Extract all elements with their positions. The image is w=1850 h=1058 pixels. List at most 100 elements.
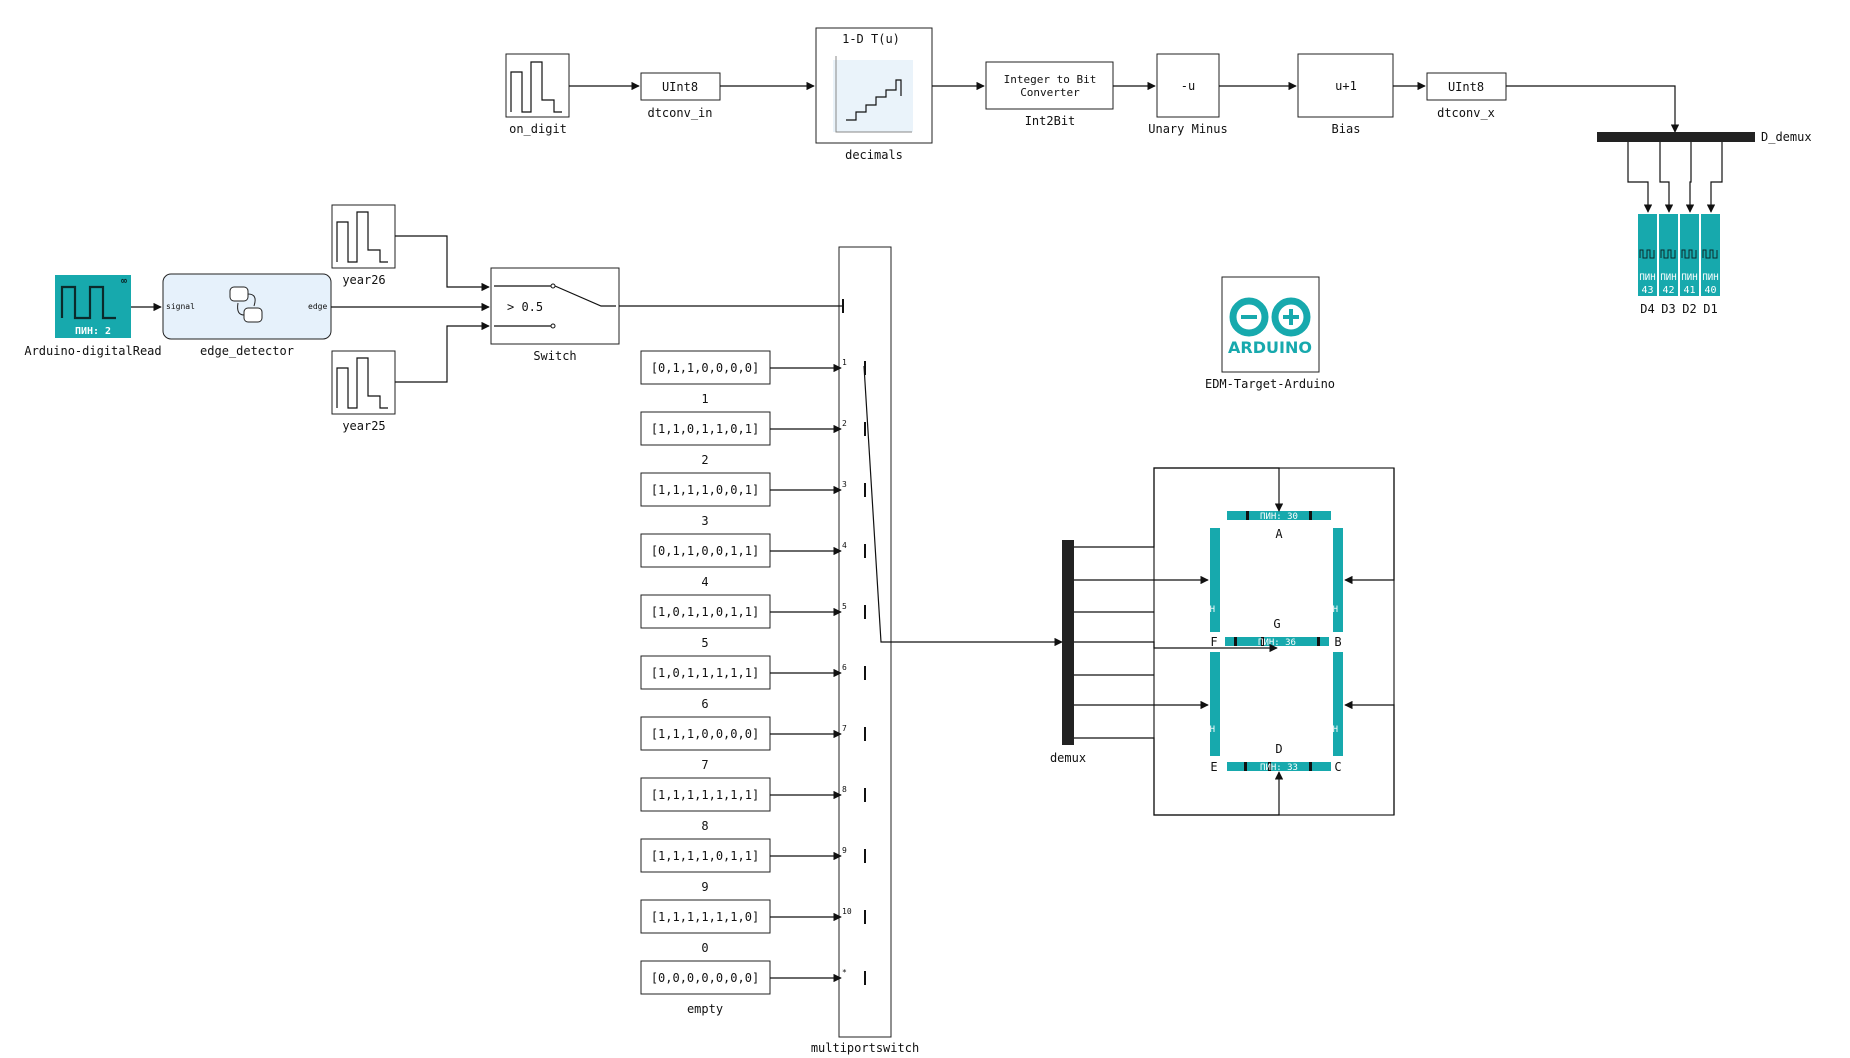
- segment-g[interactable]: ПИН: 36 G: [1225, 617, 1329, 648]
- wire-ddemux-d3: [1659, 142, 1674, 213]
- arduino-digitalread-block[interactable]: ∞ ПИН: 2 Arduino-digitalRead: [24, 275, 162, 358]
- multiport-port-number: 6: [842, 663, 847, 672]
- constant-block[interactable]: [1,0,1,1,0,1,1]5: [640, 594, 771, 650]
- wire-multiport-demux: [863, 365, 1063, 647]
- year26-block[interactable]: year26: [331, 204, 396, 287]
- switch-block[interactable]: > 0.5 Switch: [490, 267, 620, 363]
- pulse-icon: [510, 61, 562, 113]
- multiport-port-number: 5: [842, 602, 847, 611]
- bias-content: u+1: [1335, 79, 1357, 93]
- constants-group: [0,1,1,0,0,0,0] 11 [1,1,0,1,1,0,1] 22 [1,1,1…: [640, 350, 866, 1016]
- constant-block[interactable]: [0,1,1,0,0,1,1]4: [640, 533, 771, 589]
- segment-f-pin: ПИН 35: [1199, 605, 1232, 615]
- digit-pin: ПИН: [1660, 273, 1676, 283]
- constant-block[interactable]: [1,0,1,1,1,1,1] 6: [640, 655, 771, 711]
- year26-label: year26: [342, 273, 385, 287]
- int2bit-block[interactable]: Integer to Bit Converter Int2Bit: [985, 61, 1114, 128]
- segment-b[interactable]: ПИН 31 B: [1322, 528, 1355, 649]
- digit-pin: ПИН: [1681, 273, 1697, 283]
- constant-block[interactable]: [1,1,1,1,1,1,1]8: [640, 777, 771, 833]
- constant-label: 6: [701, 697, 708, 711]
- dtconv-x-label: dtconv_x: [1437, 106, 1495, 120]
- constant-block[interactable]: [1,1,0,1,1,0,1] 2: [640, 411, 771, 467]
- edge-detector-block[interactable]: signal edge edge_detector: [162, 273, 332, 358]
- constant-label: 2: [701, 453, 708, 467]
- wire-seg-c: [1344, 700, 1395, 815]
- seven-segment-display[interactable]: ПИН: 30 A ПИН: 36 G ПИН: 33 D ПИН 35 F П…: [1153, 467, 1395, 816]
- multiport-port-number: 8: [842, 785, 847, 794]
- demux-label: demux: [1050, 751, 1086, 765]
- digit-pin-number: 41: [1683, 285, 1695, 296]
- digit-label: D4: [1640, 302, 1654, 316]
- decimals-title: 1-D T(u): [842, 32, 900, 46]
- constant-block[interactable]: [0,1,1,0,0,0,0] 1: [640, 350, 771, 406]
- lookup-axes: [835, 56, 912, 133]
- wire-demux-seg-g: [1074, 641, 1278, 653]
- constant-value: [0,0,0,0,0,0,0]: [651, 971, 759, 985]
- constant-block[interactable]: [1,1,1,0,0,0,0]7: [640, 716, 771, 772]
- edge-detector-out-port: edge: [308, 302, 327, 311]
- wire-demux-seg-d: [1074, 737, 1284, 816]
- switch-input-lines: [494, 285, 551, 327]
- segment-c-pin: ПИН 32: [1322, 725, 1355, 735]
- constant-label: 5: [701, 636, 708, 650]
- segment-e-label: E: [1210, 760, 1217, 774]
- constant-value: [1,1,1,1,0,0,1]: [651, 483, 759, 497]
- segment-g-label: G: [1273, 617, 1280, 631]
- unary-minus-block[interactable]: -u Unary Minus: [1148, 53, 1228, 136]
- segment-b-label: B: [1334, 635, 1341, 649]
- pulse-icon: [336, 211, 388, 263]
- pulse-icon: [1639, 249, 1655, 259]
- stateflow-chart-icon: [229, 286, 263, 323]
- year25-block[interactable]: year25: [331, 350, 396, 433]
- digitalread-label: Arduino-digitalRead: [24, 344, 161, 358]
- digit-label: D2: [1682, 302, 1696, 316]
- multiport-port-number: 4: [842, 541, 847, 550]
- segment-d[interactable]: ПИН: 33 D: [1227, 742, 1331, 773]
- digit-pin-number: 42: [1662, 285, 1674, 296]
- constant-value: [0,1,1,0,0,0,0]: [651, 361, 759, 375]
- multiport-port-number: *: [842, 968, 847, 977]
- wire-ddemux-d1: [1706, 142, 1723, 213]
- digit-pin-number: 43: [1641, 285, 1653, 296]
- decimals-label: decimals: [845, 148, 903, 162]
- constant-block[interactable]: [0,0,0,0,0,0,0] empty: [640, 960, 771, 1016]
- segment-c[interactable]: ПИН 32 C: [1322, 652, 1355, 774]
- constant-block[interactable]: [1,1,1,1,0,1,1]9: [640, 838, 771, 894]
- constant-label: empty: [687, 1002, 723, 1016]
- pulse-icon: [1660, 249, 1676, 259]
- multiport-port-number: 3: [842, 480, 847, 489]
- segment-a[interactable]: ПИН: 30 A: [1227, 511, 1331, 541]
- wire-ddemux-d4: [1627, 142, 1653, 213]
- dtconv-in-block[interactable]: UInt8 dtconv_in: [640, 72, 721, 120]
- constant-block[interactable]: [1,1,1,1,1,1,0]0: [640, 899, 771, 955]
- unary-minus-content: -u: [1181, 79, 1195, 93]
- segment-g-pin: ПИН: 36: [1258, 638, 1296, 648]
- multiport-port-number: 9: [842, 846, 847, 855]
- edge-detector-in-port: signal: [166, 302, 195, 311]
- demux-block[interactable]: demux: [1050, 540, 1086, 765]
- segment-e[interactable]: ПИН 34 E: [1199, 652, 1232, 774]
- digit-pin: ПИН: [1639, 273, 1655, 283]
- constant-label: 1: [701, 392, 708, 406]
- constant-label: 4: [701, 575, 708, 589]
- constant-value: [1,1,1,1,1,1,1]: [651, 788, 759, 802]
- dtconv-x-block[interactable]: UInt8 dtconv_x: [1426, 72, 1507, 120]
- on-digit-block[interactable]: on_digit: [505, 53, 570, 136]
- constant-value: [1,0,1,1,1,1,1]: [651, 666, 759, 680]
- constant-value: [1,1,0,1,1,0,1]: [651, 422, 759, 436]
- segment-f[interactable]: ПИН 35 F: [1199, 528, 1232, 649]
- dtconv-in-label: dtconv_in: [647, 106, 712, 120]
- edm-target-label: EDM-Target-Arduino: [1205, 377, 1335, 391]
- edm-target-arduino-block[interactable]: ARDUINO EDM-Target-Arduino: [1205, 276, 1335, 391]
- decimals-block[interactable]: 1-D T(u) decimals: [815, 27, 933, 162]
- d-demux-block[interactable]: D_demux: [1597, 130, 1812, 144]
- bias-block[interactable]: u+1 Bias: [1297, 53, 1394, 136]
- edge-detector-label: edge_detector: [200, 344, 294, 358]
- constant-block[interactable]: [1,1,1,1,0,0,1]3: [640, 472, 771, 528]
